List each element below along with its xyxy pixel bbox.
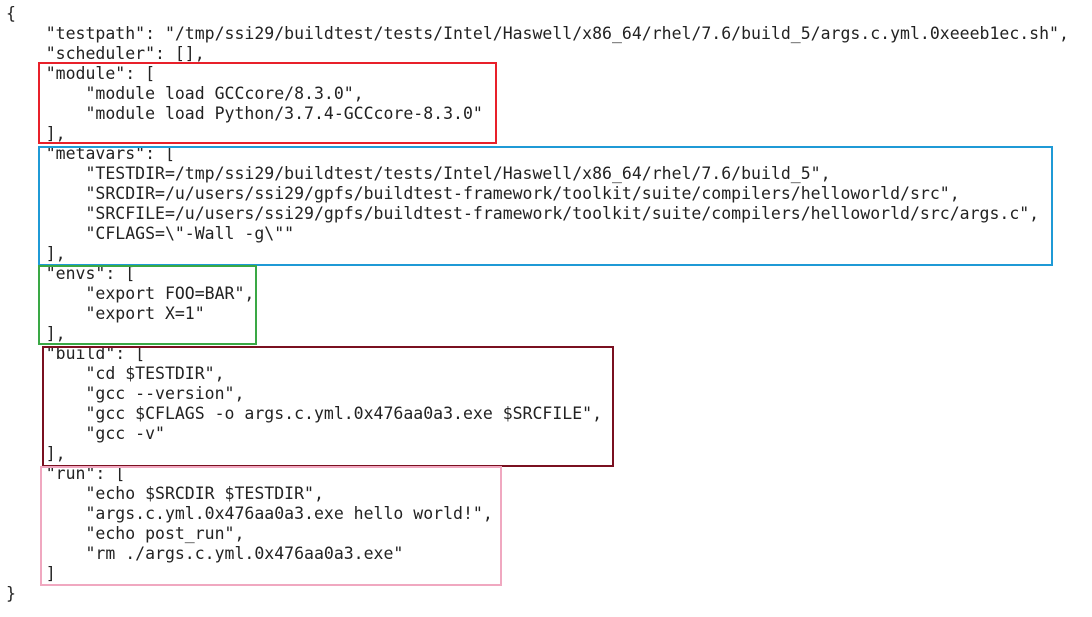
code-line-text: "build": [: [6, 344, 146, 363]
code-line-text: ]: [6, 564, 56, 583]
code-line-text: }: [6, 584, 16, 603]
code-line-text: "module": [: [6, 64, 156, 83]
code-line: "echo post_run",: [6, 524, 244, 544]
code-line-text: "echo $SRCDIR $TESTDIR",: [6, 484, 324, 503]
code-line-text: ],: [6, 244, 66, 263]
code-line: "export FOO=BAR",: [6, 284, 254, 304]
code-line: "TESTDIR=/tmp/ssi29/buildtest/tests/Inte…: [6, 164, 831, 184]
code-line-text: ],: [6, 444, 66, 463]
code-line: "export X=1": [6, 304, 205, 324]
code-line-text: "cd $TESTDIR",: [6, 364, 225, 383]
highlight-box-envs: [38, 265, 257, 345]
code-line: ],: [6, 124, 66, 144]
code-line: "testpath": "/tmp/ssi29/buildtest/tests/…: [6, 24, 1069, 44]
code-line-text: "SRCDIR=/u/users/ssi29/gpfs/buildtest-fr…: [6, 184, 960, 203]
code-line-text: "TESTDIR=/tmp/ssi29/buildtest/tests/Inte…: [6, 164, 831, 183]
code-line: "gcc -v": [6, 424, 165, 444]
highlight-box-metavars: [38, 146, 1053, 266]
code-line-text: "metavars": [: [6, 144, 175, 163]
code-line-text: "module load Python/3.7.4-GCCcore-8.3.0": [6, 104, 483, 123]
highlight-box-module: [38, 62, 497, 144]
code-line: "module load GCCcore/8.3.0",: [6, 84, 364, 104]
code-line: "gcc $CFLAGS -o args.c.yml.0x476aa0a3.ex…: [6, 404, 602, 424]
code-line: "scheduler": [],: [6, 44, 205, 64]
code-line: ],: [6, 324, 66, 344]
code-line: ],: [6, 244, 66, 264]
code-line-text: "CFLAGS=\"-Wall -g\"": [6, 224, 295, 243]
code-line: "metavars": [: [6, 144, 175, 164]
code-line: {: [6, 4, 16, 24]
code-line: "run": [: [6, 464, 125, 484]
code-line: "module": [: [6, 64, 155, 84]
code-line-text: "scheduler": [],: [6, 44, 205, 63]
code-line: ],: [6, 444, 66, 464]
code-line-text: "gcc --version",: [6, 384, 245, 403]
code-line: "rm ./args.c.yml.0x476aa0a3.exe": [6, 544, 403, 564]
code-line-text: ],: [6, 124, 66, 143]
code-line: "args.c.yml.0x476aa0a3.exe hello world!"…: [6, 504, 493, 524]
code-line: "cd $TESTDIR",: [6, 364, 225, 384]
code-line: "envs": [: [6, 264, 135, 284]
code-line-text: "envs": [: [6, 264, 136, 283]
code-line-text: "gcc $CFLAGS -o args.c.yml.0x476aa0a3.ex…: [6, 404, 603, 423]
code-line: "gcc --version",: [6, 384, 244, 404]
code-line-text: "export X=1": [6, 304, 205, 323]
code-line-text: "run": [: [6, 464, 126, 483]
code-line-text: {: [6, 4, 16, 23]
highlight-box-run: [40, 466, 502, 586]
code-line: "SRCFILE=/u/users/ssi29/gpfs/buildtest-f…: [6, 204, 1039, 224]
code-line-text: "rm ./args.c.yml.0x476aa0a3.exe": [6, 544, 404, 563]
code-line: "echo $SRCDIR $TESTDIR",: [6, 484, 324, 504]
code-line-text: "export FOO=BAR",: [6, 284, 255, 303]
cutoff-previous-line: [0, 0, 1092, 4]
code-line: }: [6, 584, 16, 604]
code-line-text: "gcc -v": [6, 424, 165, 443]
code-line-text: "SRCFILE=/u/users/ssi29/gpfs/buildtest-f…: [6, 204, 1040, 223]
code-line-text: ],: [6, 324, 66, 343]
code-line: "module load Python/3.7.4-GCCcore-8.3.0": [6, 104, 483, 124]
code-line: "CFLAGS=\"-Wall -g\"": [6, 224, 294, 244]
code-line-text: "echo post_run",: [6, 524, 245, 543]
highlight-box-build: [42, 346, 614, 467]
code-line-text: "args.c.yml.0x476aa0a3.exe hello world!"…: [6, 504, 493, 523]
code-line: ]: [6, 564, 56, 584]
code-line-text: "module load GCCcore/8.3.0",: [6, 84, 364, 103]
code-line-text: "testpath": "/tmp/ssi29/buildtest/tests/…: [6, 24, 1069, 43]
code-line: "SRCDIR=/u/users/ssi29/gpfs/buildtest-fr…: [6, 184, 960, 204]
code-line: "build": [: [6, 344, 145, 364]
